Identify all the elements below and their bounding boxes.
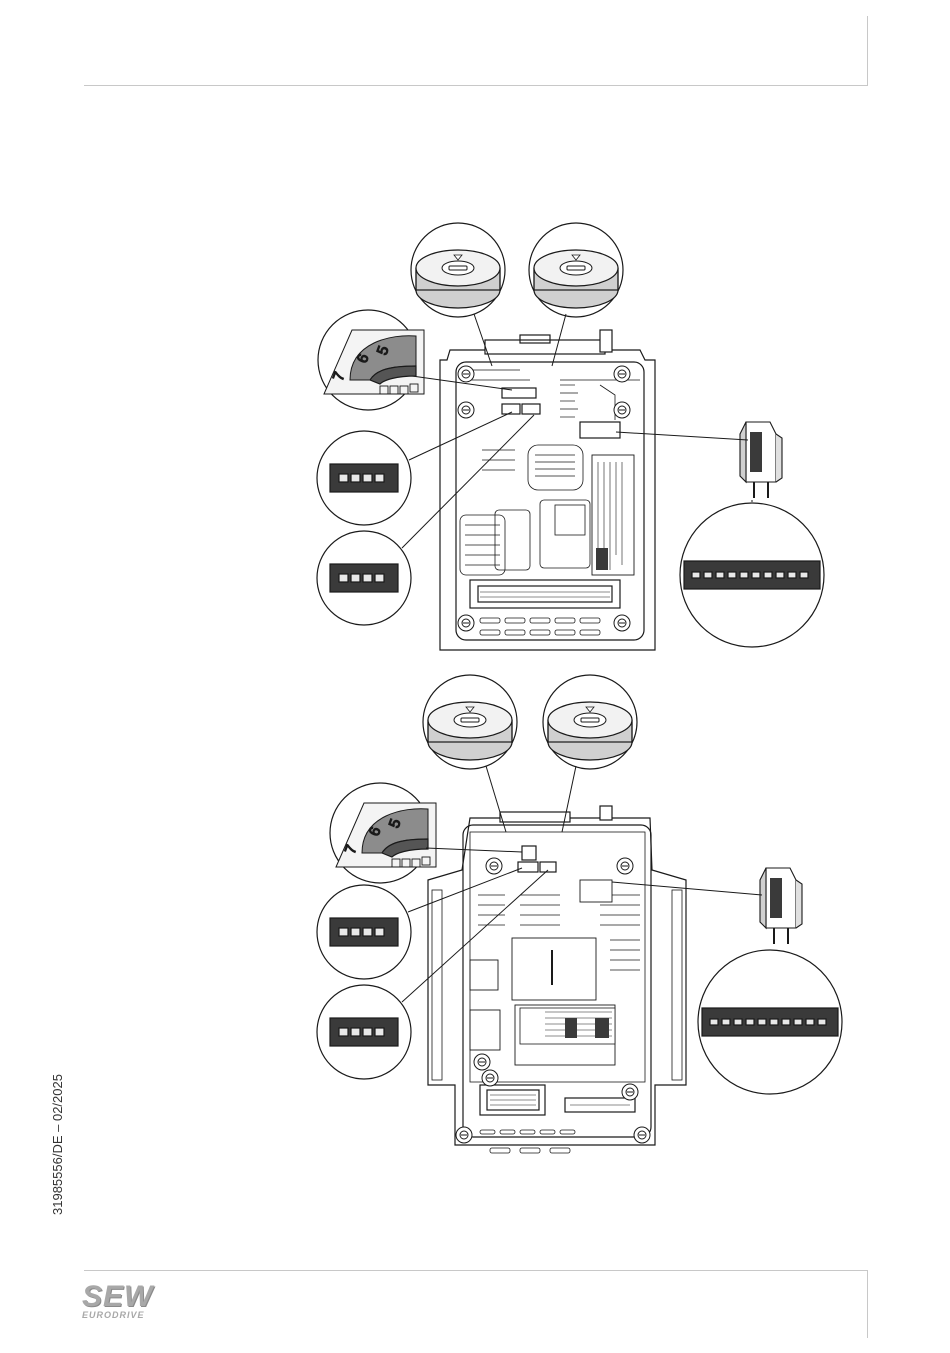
- bottom-rotary-switch-2-callout: [543, 675, 637, 769]
- bottom-device: [428, 806, 686, 1153]
- bottom-rotary-switch-1-callout: [423, 675, 517, 769]
- top-dial-zoom-callout: [318, 310, 424, 410]
- top-dip-switch-10-callout: [680, 503, 824, 647]
- bottom-dial-zoom-callout: [330, 783, 436, 883]
- top-rotary-switch-1-callout: [411, 223, 505, 317]
- top-rotary-switch-2-callout: [529, 223, 623, 317]
- top-plug-connector: [740, 422, 782, 498]
- bottom-plug-connector: [760, 868, 802, 944]
- bottom-dip-switch-10-callout: [698, 950, 842, 1094]
- top-dip-switch-2-callout: [317, 531, 411, 625]
- bottom-dip-switch-2-callout: [317, 985, 411, 1079]
- bottom-dip-switch-1-callout: [317, 885, 411, 979]
- top-dip-switch-1-callout: [317, 431, 411, 525]
